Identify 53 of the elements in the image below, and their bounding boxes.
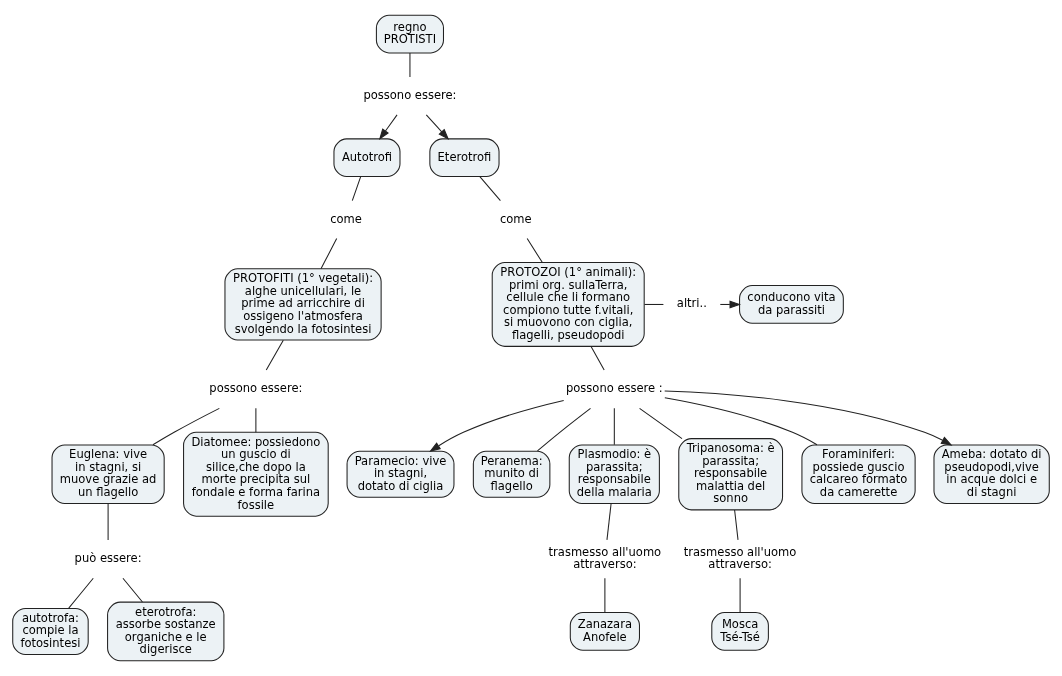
node-box: regno PROTISTI bbox=[375, 14, 444, 54]
connector bbox=[739, 577, 741, 613]
node-box: PROTOZOI (1° animali): primi org. sullaTerra, cellule che li formano compiono tutte f.vitali, si muovono con ciglia, flagelli, pseudopodi bbox=[491, 262, 645, 347]
arrow bbox=[664, 390, 953, 446]
connector bbox=[152, 407, 220, 446]
connector bbox=[644, 303, 664, 305]
node-box: Peranema: munito di flagello bbox=[472, 450, 551, 498]
node-box: PROTOFITI (1° vegetali): alghe unicellulari, le prime ad arricchire di ossigeno l'atmosfera svolgendo la fotosintesi bbox=[224, 268, 382, 341]
node-box: conducono vita da parassiti bbox=[739, 285, 844, 324]
connector bbox=[409, 52, 411, 78]
connector bbox=[606, 503, 612, 541]
node-box: Euglena: vive in stagni, si muove grazie ad un flagello bbox=[51, 444, 165, 505]
node-text: altri.. bbox=[676, 296, 707, 311]
node-box: autotrofa: compie la fotosintesi bbox=[12, 607, 89, 656]
connector bbox=[68, 577, 94, 609]
connector bbox=[122, 577, 143, 603]
node-box: eterotrofa: assorbe sostanze organiche e le digerisce bbox=[107, 601, 225, 662]
node-box: Zanazara Anofele bbox=[569, 612, 640, 651]
node-box: Mosca Tsé-Tsé bbox=[711, 612, 769, 651]
node-box: Tripanosoma: è parassita; responsabile malattia del sonno bbox=[678, 438, 784, 511]
connector bbox=[613, 407, 615, 446]
node-text: come bbox=[330, 211, 362, 226]
node-text: possono essere: bbox=[209, 381, 303, 396]
connector bbox=[320, 238, 338, 270]
connector bbox=[351, 176, 362, 202]
node-box: Eterotrofi bbox=[429, 138, 500, 178]
node-box: Foraminiferi: possiede guscio calcareo formato da camerette bbox=[801, 444, 916, 505]
node-box: Paramecio: vive in stagni, dotato di ciglia bbox=[346, 450, 455, 498]
arrow bbox=[425, 114, 450, 140]
node-text: come bbox=[499, 211, 532, 226]
arrow bbox=[719, 300, 742, 309]
arrow bbox=[378, 114, 398, 141]
connector bbox=[664, 397, 818, 446]
node-box: Plasmodio: è parassita; responsabile della malaria bbox=[568, 444, 660, 505]
connector bbox=[107, 503, 109, 541]
node-text: trasmesso all'uomo attraverso: bbox=[683, 544, 797, 572]
connector bbox=[536, 407, 592, 452]
node-box: Diatomee: possiedono un guscio di silice,che dopo la morte precipita sul fondale e forma farina fossile bbox=[183, 431, 329, 517]
node-box: Ameba: dotato di pseudopodi,vive in acque dolci e di stagni bbox=[933, 444, 1050, 505]
node-text: possono essere: bbox=[363, 87, 457, 102]
connector bbox=[526, 238, 543, 263]
arrow bbox=[429, 399, 565, 452]
node-box: Autotrofi bbox=[333, 138, 401, 178]
connector bbox=[604, 577, 606, 613]
connector bbox=[255, 407, 257, 433]
connector bbox=[479, 176, 501, 202]
connector bbox=[639, 407, 683, 440]
connector bbox=[265, 339, 284, 371]
connector bbox=[590, 345, 605, 371]
node-text: può essere: bbox=[74, 551, 142, 566]
node-text: trasmesso all'uomo attraverso: bbox=[548, 544, 662, 572]
node-text: possono essere : bbox=[565, 381, 663, 396]
connector bbox=[734, 509, 739, 541]
